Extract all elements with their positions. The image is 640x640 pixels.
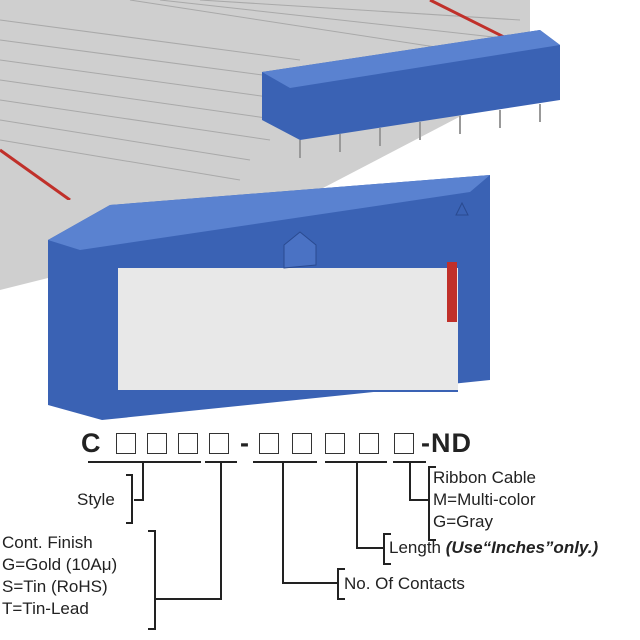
style-underline [88, 461, 201, 463]
code-box [147, 433, 167, 454]
red-stripe [0, 148, 71, 202]
code-box [292, 433, 312, 454]
contacts-underline [253, 461, 317, 463]
contacts-label: No. Of Contacts [344, 574, 465, 593]
code-box [178, 433, 198, 454]
code-box [394, 433, 414, 454]
code-box [116, 433, 136, 454]
leader-line [409, 462, 411, 501]
ribbon-title: Ribbon Cable [433, 468, 537, 487]
length-bracket [383, 533, 391, 565]
leader-line [134, 499, 144, 501]
polarization-key [283, 231, 317, 269]
style-bracket [126, 474, 133, 524]
finish-option: T=Tin-Lead [2, 599, 89, 618]
part-separator: - [240, 428, 250, 458]
code-box [259, 433, 279, 454]
leader-line [356, 462, 358, 549]
ribbon-bracket [428, 466, 436, 541]
ribbon-option: G=Gray [433, 512, 493, 531]
finish-bracket [148, 530, 156, 630]
code-box [209, 433, 229, 454]
code-box [325, 433, 345, 454]
style-label: Style [77, 490, 115, 509]
leader-line [282, 582, 338, 584]
pin1-triangle [455, 201, 469, 216]
ribbon-option: M=Multi-color [433, 490, 536, 509]
leader-line [142, 462, 144, 501]
leader-line [409, 499, 429, 501]
length-text: Length [389, 538, 441, 557]
leader-line [220, 462, 222, 600]
part-prefix: C [81, 428, 102, 458]
contacts-bracket [337, 568, 345, 600]
length-label: Length (Use“Inches”only.) [389, 537, 598, 559]
part-suffix: -ND [421, 428, 472, 458]
finish-title: Cont. Finish [2, 533, 93, 552]
cable-wires [118, 262, 458, 390]
leader-line [156, 598, 222, 600]
code-box [359, 433, 379, 454]
length-note: (Use“Inches”only.) [445, 538, 599, 557]
finish-option: S=Tin (RoHS) [2, 577, 108, 596]
leader-line [282, 462, 284, 584]
leader-line [356, 547, 384, 549]
ribbon-cable-assembly-illustration [0, 0, 560, 420]
top-connector [262, 30, 560, 140]
finish-option: G=Gold (10Aμ) [2, 555, 118, 574]
